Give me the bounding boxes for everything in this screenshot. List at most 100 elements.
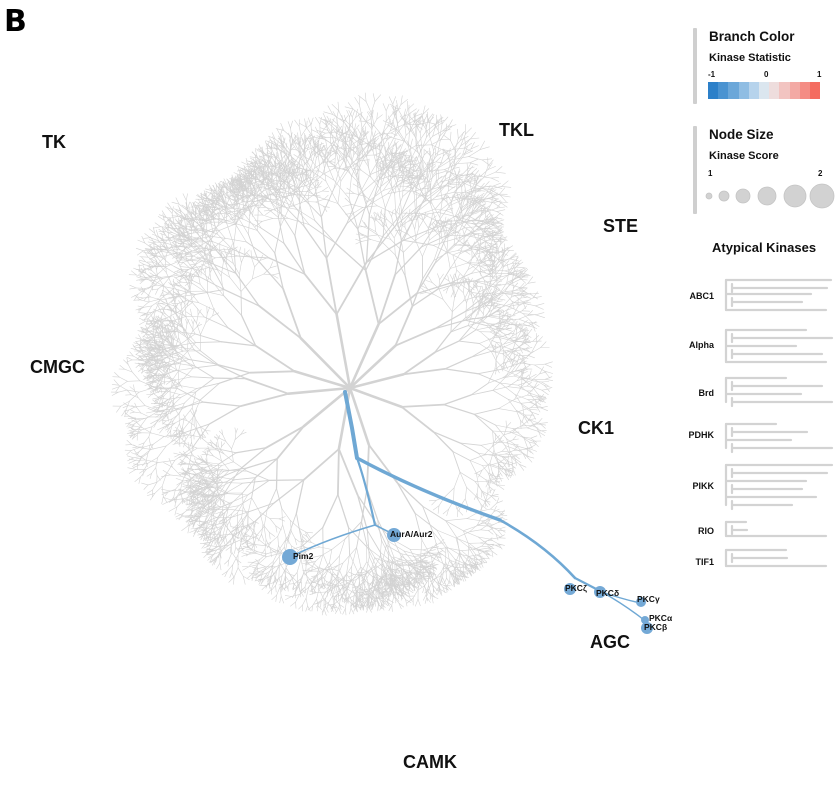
tree-branch [498, 408, 519, 413]
tree-branch [189, 258, 201, 261]
tree-branch [178, 241, 184, 247]
tree-branch [163, 219, 171, 228]
tree-branch [361, 115, 367, 122]
tree-branch [505, 329, 512, 332]
tree-branch [141, 314, 149, 316]
tree-branch [210, 265, 225, 291]
tree-branch [192, 251, 201, 257]
tree-branch [197, 206, 207, 212]
tree-branch [219, 223, 237, 231]
tree-branch [180, 252, 183, 259]
tree-branch [245, 241, 270, 259]
tree-branch [231, 192, 238, 204]
tree-branch [178, 234, 185, 236]
tree-branch [153, 226, 161, 229]
tree-branch [199, 223, 205, 228]
tree-branch [184, 233, 192, 236]
tree-branch [314, 162, 324, 169]
tree-branch [152, 274, 157, 284]
tree-branch [501, 446, 507, 452]
tree-branch [236, 196, 245, 201]
tree-branch [280, 206, 283, 227]
tree-branch [442, 577, 447, 586]
tree-branch [142, 251, 150, 254]
tree-branch [501, 186, 512, 188]
tree-branch [143, 248, 154, 251]
tree-branch [204, 203, 211, 207]
tree-branch [219, 184, 226, 188]
tree-branch [529, 408, 538, 411]
tree-branch [287, 172, 295, 178]
tree-branch [492, 389, 509, 400]
tree-branch [302, 175, 305, 182]
tree-branch [137, 239, 146, 244]
tree-branch [478, 337, 493, 344]
tree-branch [306, 187, 316, 192]
tree-branch [470, 132, 476, 140]
tree-branch [207, 212, 215, 219]
tree-branch [213, 190, 215, 198]
tree-branch [148, 257, 154, 263]
tree-branch [295, 168, 299, 177]
tree-branch [410, 138, 413, 148]
tree-branch [225, 191, 232, 194]
tree-branch [164, 224, 169, 231]
tree-branch [157, 283, 165, 290]
tree-branch [422, 259, 435, 280]
tree-branch [520, 297, 528, 299]
tree-branch [259, 173, 270, 180]
tree-branch [369, 185, 382, 205]
tree-branch [366, 443, 370, 490]
tree-branch [493, 202, 500, 208]
tree-branch [519, 276, 527, 284]
tree-branch [223, 202, 231, 205]
tree-branch [424, 597, 428, 604]
tree-branch [258, 179, 268, 187]
tree-branch [144, 291, 151, 298]
tree-branch [154, 275, 162, 278]
tree-branch [498, 399, 515, 409]
tree-branch [499, 526, 506, 530]
tree-branch [298, 179, 307, 201]
tree-branch [135, 307, 143, 311]
tree-branch [400, 223, 406, 228]
tree-branch [297, 209, 316, 221]
tree-branch [441, 237, 448, 252]
tree-branch [450, 325, 469, 333]
tree-branch [374, 221, 376, 232]
tree-branch [201, 239, 211, 246]
tree-branch [175, 224, 183, 229]
tree-branch [185, 243, 193, 245]
tree-branch [164, 242, 177, 247]
tree-branch [153, 243, 160, 247]
tree-branch [171, 245, 179, 248]
tree-branch [270, 162, 276, 169]
tree-branch [216, 212, 228, 215]
tree-branch [465, 127, 472, 135]
tree-branch [176, 233, 184, 236]
tree-branch [190, 201, 193, 208]
tree-branch [182, 259, 191, 263]
tree-branch [213, 218, 227, 221]
tree-branch [219, 218, 237, 224]
tree-branch [334, 153, 336, 167]
tree-branch [181, 345, 183, 353]
tree-branch [355, 239, 363, 242]
tree-branch [187, 223, 194, 227]
tree-branch [489, 522, 499, 527]
tree-branch [342, 121, 344, 133]
tree-branch [312, 179, 320, 181]
tree-branch [439, 273, 444, 280]
tree-branch [478, 343, 492, 352]
tree-branch [174, 218, 179, 224]
tree-branch [532, 335, 540, 342]
tree-branch [195, 289, 225, 295]
tree-branch [173, 265, 181, 270]
tree-branch [201, 220, 207, 225]
tree-branch [470, 351, 492, 358]
tree-branch [172, 235, 180, 240]
tree-branch [231, 248, 259, 261]
tree-branch [443, 577, 447, 584]
tree-branch [314, 182, 320, 188]
tree-branch [226, 178, 232, 184]
